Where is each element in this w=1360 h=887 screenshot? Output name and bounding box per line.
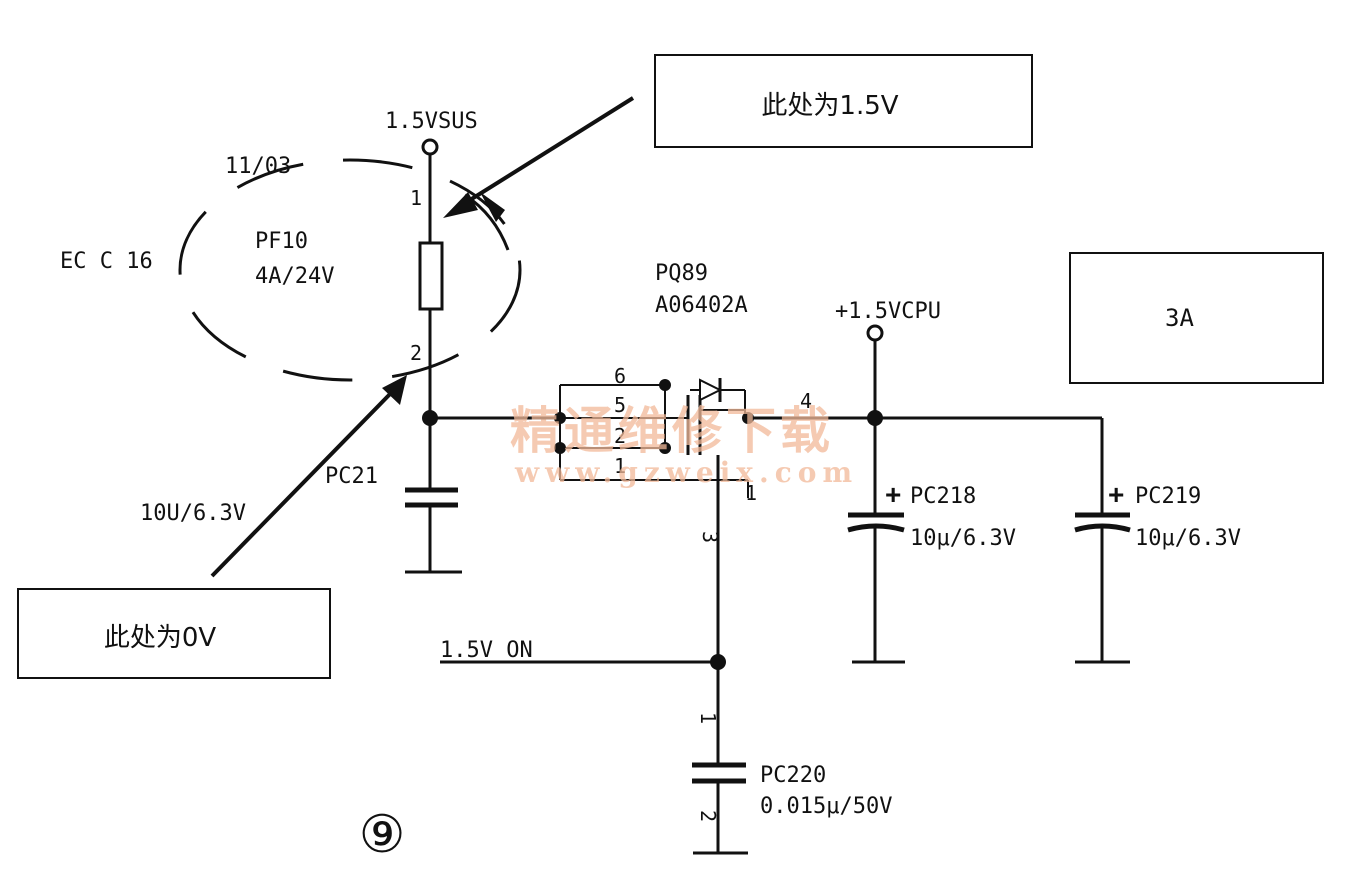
mosfet-part: A06402A <box>655 293 748 318</box>
pc220-ref: PC220 <box>760 763 826 788</box>
pc219-ref: PC219 <box>1135 484 1201 509</box>
pc218-value: 10μ/6.3V <box>910 526 1016 551</box>
pc220-value: 0.015μ/50V <box>760 794 892 819</box>
figure-number: ⑨ <box>359 805 406 865</box>
fuse-ref: PF10 <box>255 229 308 254</box>
pc218-ref: PC218 <box>910 484 976 509</box>
mosfet-pin-1: 1 <box>614 454 626 478</box>
mosfet-symbol <box>554 378 875 662</box>
pc21-value: 10U/6.3V <box>140 501 246 526</box>
pc219-polarity: + <box>1108 479 1124 510</box>
mosfet-pin-2: 2 <box>614 424 626 448</box>
callout-left-text: 此处为0V <box>104 623 217 653</box>
ecn-mark: EC C 16 <box>60 249 153 274</box>
mosfet-ref: PQ89 <box>655 261 708 286</box>
revision-mark: 11/03 <box>225 154 291 179</box>
mosfet-pin-5: 5 <box>614 393 626 417</box>
mosfet-pin-1b: 1 <box>745 481 757 505</box>
callout-box-current <box>1069 252 1324 384</box>
pc21-ref: PC21 <box>325 464 378 489</box>
enable-label: 1.5V ON <box>440 638 533 663</box>
vsus-terminal <box>421 138 439 156</box>
fuse-pin-bottom: 2 <box>410 341 422 365</box>
pc219-value: 10μ/6.3V <box>1135 526 1241 551</box>
pc218-polarity: + <box>885 479 901 510</box>
callout-box-top <box>654 54 1033 148</box>
watermark-url: www.gzweix.com <box>514 456 858 489</box>
ecn-arrowhead <box>464 192 510 251</box>
fuse-body <box>418 241 444 311</box>
callout-box-left <box>17 588 331 679</box>
callout-current-text: 3A <box>1165 304 1194 332</box>
fuse-rating: 4A/24V <box>255 264 334 289</box>
mosfet-pin-3: 3 <box>698 531 722 543</box>
mosfet-pin-4: 4 <box>800 389 812 413</box>
pc220-pin-top: 1 <box>696 712 720 724</box>
callout-top-text: 此处为1.5V <box>761 91 898 121</box>
pc220-pin-bottom: 2 <box>696 810 720 822</box>
vsus-label: 1.5VSUS <box>385 109 478 134</box>
watermark-name: 精通维修下载 <box>510 401 834 460</box>
ecn-dashed-ellipse <box>178 158 522 382</box>
vcpu-label: +1.5VCPU <box>835 299 941 324</box>
arrow-left-to-fuse <box>210 375 407 578</box>
fuse-pin-top: 1 <box>410 186 422 210</box>
mosfet-pin-6: 6 <box>614 364 626 388</box>
vcpu-terminal <box>866 324 884 342</box>
